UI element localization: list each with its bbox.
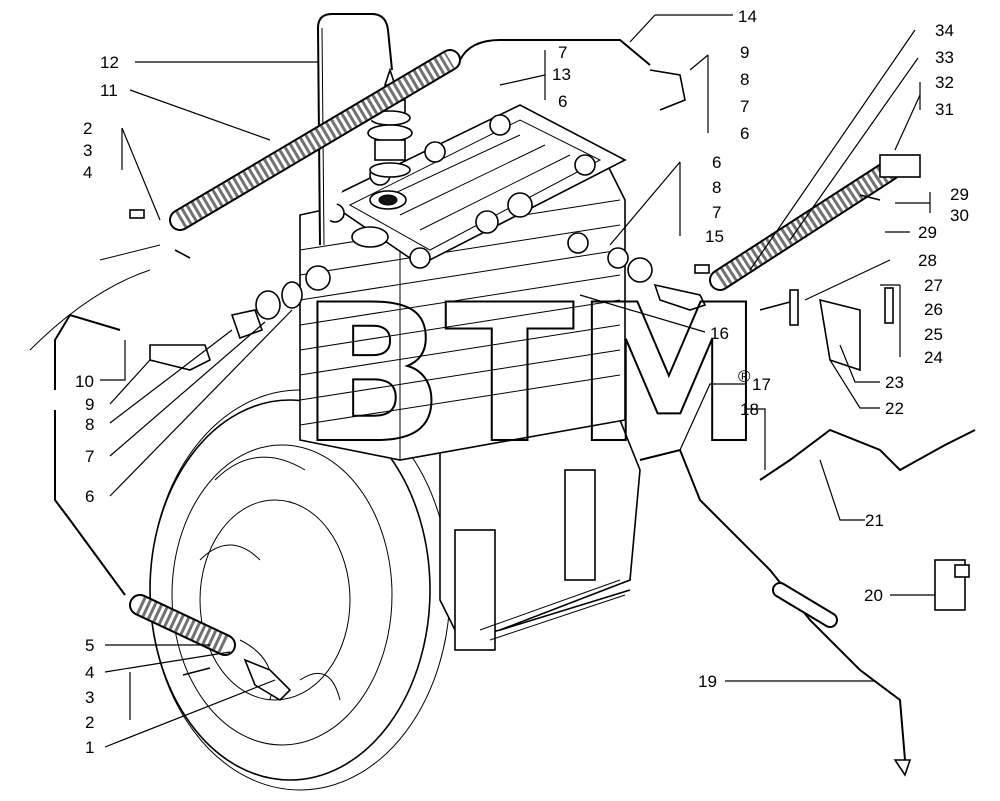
watermark-text: BTM (300, 264, 764, 485)
callout-20: 20 (864, 586, 883, 605)
callout-28: 28 (918, 251, 937, 270)
callout-19: 19 (698, 672, 717, 691)
callout-6-right: 6 (740, 124, 749, 143)
callout-labels: 14 12 11 7 13 6 9 8 7 6 34 33 32 31 2 3 … (75, 7, 969, 757)
callout-7-right: 7 (740, 97, 749, 116)
callout-3-bottom: 3 (85, 688, 94, 707)
callout-33: 33 (935, 48, 954, 67)
callout-34: 34 (935, 21, 954, 40)
callout-8-right: 8 (740, 70, 749, 89)
callout-31: 31 (935, 100, 954, 119)
pipes (29, 13, 976, 777)
callout-3-top: 3 (83, 141, 92, 160)
callout-7-mid: 7 (712, 203, 721, 222)
hardware (129, 154, 970, 676)
callout-16: 16 (710, 324, 729, 343)
callout-4-top: 4 (83, 163, 92, 182)
callout-7-left: 7 (85, 447, 94, 466)
compressor-body (299, 104, 641, 651)
callout-21: 21 (865, 511, 884, 530)
callout-25: 25 (924, 325, 943, 344)
callout-22: 22 (885, 399, 904, 418)
callout-8-left: 8 (85, 415, 94, 434)
callout-24: 24 (924, 348, 943, 367)
callout-2-top: 2 (83, 119, 92, 138)
callout-6-mid: 6 (712, 153, 721, 172)
callout-9-left: 9 (85, 395, 94, 414)
callout-6-top: 6 (558, 92, 567, 111)
callout-4-bottom: 4 (85, 663, 94, 682)
callout-1: 1 (85, 738, 94, 757)
callout-2-bottom: 2 (85, 713, 94, 732)
leader-lines (100, 14, 935, 748)
callout-30: 30 (950, 206, 969, 225)
callout-6-left: 6 (85, 487, 94, 506)
pulley (149, 389, 451, 791)
callout-8-mid: 8 (712, 178, 721, 197)
callout-13: 13 (552, 65, 571, 84)
callout-29-lower: 29 (918, 223, 937, 242)
callout-15: 15 (705, 227, 724, 246)
callout-17: 17 (752, 375, 771, 394)
callout-18: 18 (740, 400, 759, 419)
callout-12: 12 (100, 53, 119, 72)
callout-7-top: 7 (558, 43, 567, 62)
callout-27: 27 (924, 276, 943, 295)
callout-11: 11 (100, 81, 118, 100)
callout-14: 14 (738, 7, 757, 26)
callout-23: 23 (885, 373, 904, 392)
callout-5: 5 (85, 636, 94, 655)
valve-stack (367, 99, 413, 210)
callout-26: 26 (924, 300, 943, 319)
callout-9-right: 9 (740, 43, 749, 62)
callout-32: 32 (935, 73, 954, 92)
callout-29-upper: 29 (950, 185, 969, 204)
watermark: BTM ® (299, 263, 765, 486)
callout-10: 10 (75, 372, 94, 391)
watermark-registered-mark: ® (738, 367, 751, 386)
